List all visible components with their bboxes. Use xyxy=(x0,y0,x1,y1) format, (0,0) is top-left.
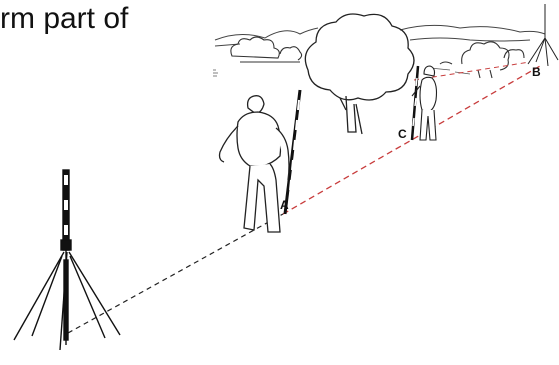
surveyor-man-a xyxy=(218,95,290,233)
ranging-pole-a xyxy=(283,89,302,215)
near-tripod xyxy=(13,169,121,351)
surveyor-person-c xyxy=(411,65,438,141)
point-label-c: C xyxy=(398,127,407,141)
point-label-b: B xyxy=(532,65,541,79)
caption-text: rm part of xyxy=(0,2,129,35)
left-bush xyxy=(230,36,303,63)
ranging-pole-c xyxy=(410,65,420,141)
survey-line-near xyxy=(67,213,284,334)
background-hills xyxy=(214,24,546,47)
survey-line-upper xyxy=(413,61,531,81)
right-bushes xyxy=(439,41,525,79)
far-tripod xyxy=(527,4,559,67)
large-tree xyxy=(304,13,415,135)
point-label-a: A xyxy=(280,198,289,212)
